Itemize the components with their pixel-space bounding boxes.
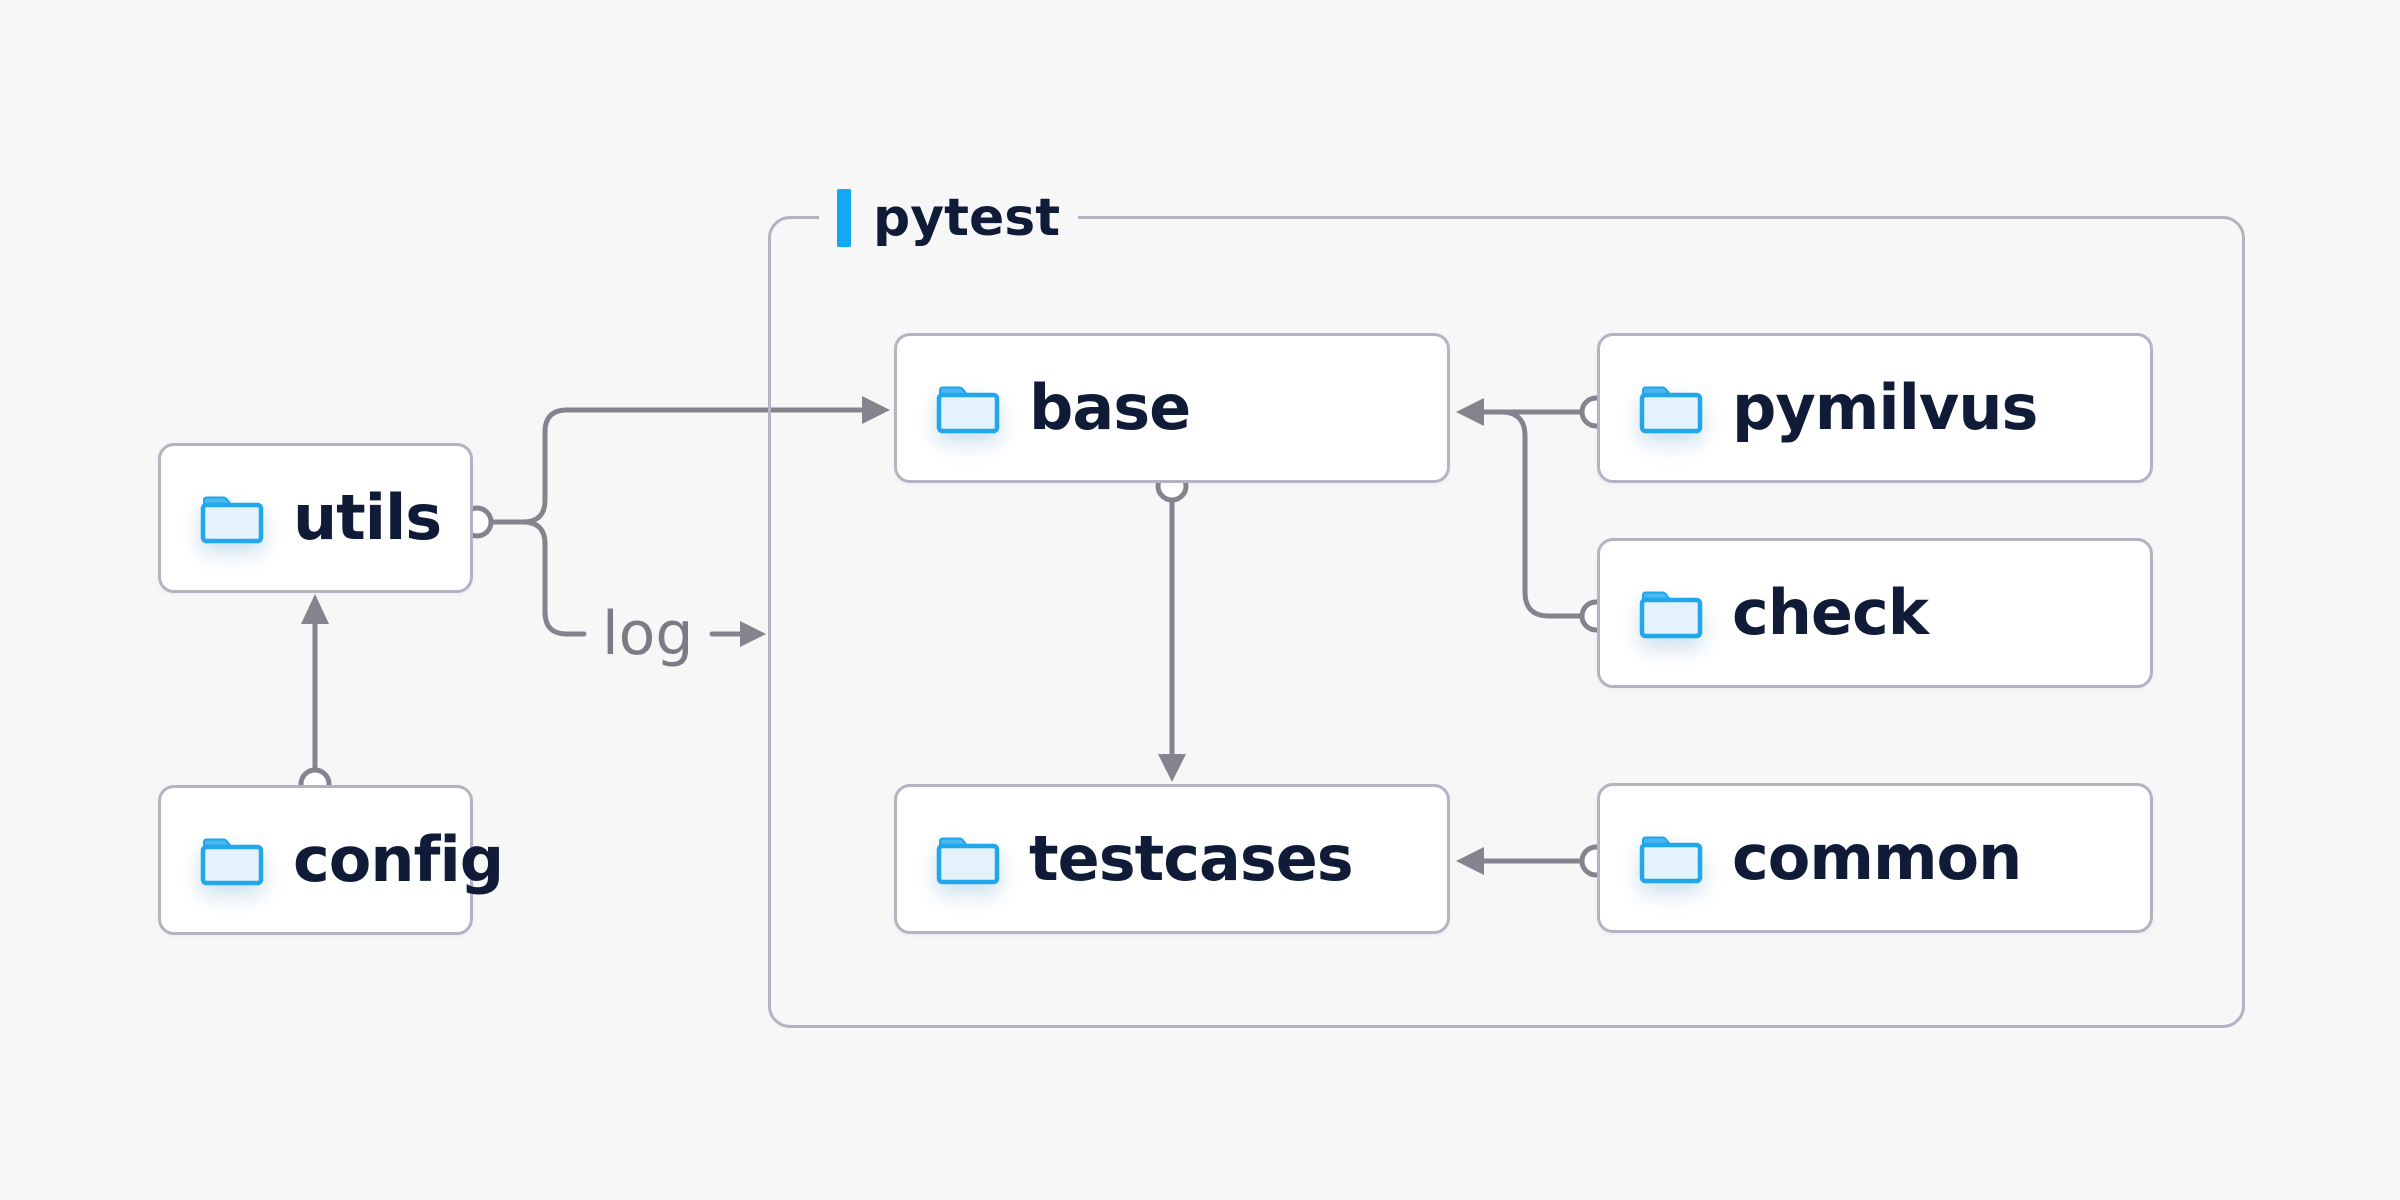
node-check: check	[1597, 538, 2153, 688]
arrowhead-into-base-left	[862, 396, 890, 424]
arrowhead-into-testcases-top	[1158, 754, 1186, 782]
folder-icon	[935, 833, 1001, 885]
edge-label-log: log	[602, 599, 694, 669]
node-pymilvus: pymilvus	[1597, 333, 2153, 483]
accent-bar-icon	[837, 189, 851, 247]
pytest-container-label: pytest	[819, 183, 1079, 253]
arrowhead-into-utils	[301, 594, 329, 624]
edge-check-base	[1498, 409, 1585, 619]
node-label: testcases	[1029, 822, 1354, 895]
node-label: check	[1732, 576, 1929, 649]
arrowhead-into-testcases-right	[1456, 847, 1484, 875]
folder-icon	[935, 382, 1001, 434]
node-testcases: testcases	[894, 784, 1450, 934]
node-label: common	[1732, 821, 2022, 894]
pytest-container: pytest	[768, 183, 2245, 1028]
folder-icon	[1638, 587, 1704, 639]
node-common: common	[1597, 783, 2153, 933]
node-config: config	[158, 785, 504, 935]
node-label: config	[293, 823, 504, 896]
arrowhead-into-base-right	[1456, 398, 1484, 426]
folder-icon	[199, 492, 265, 544]
node-base: base	[894, 333, 1450, 483]
folder-icon	[199, 834, 265, 886]
arrowhead-log	[740, 621, 766, 647]
folder-icon	[1638, 382, 1704, 434]
node-utils: utils	[158, 443, 473, 593]
node-label: base	[1029, 371, 1191, 444]
folder-icon	[1638, 832, 1704, 884]
node-label: utils	[293, 481, 442, 554]
edge-utils-log	[520, 519, 745, 637]
node-label: pymilvus	[1732, 371, 2038, 444]
pytest-label-text: pytest	[873, 188, 1061, 248]
